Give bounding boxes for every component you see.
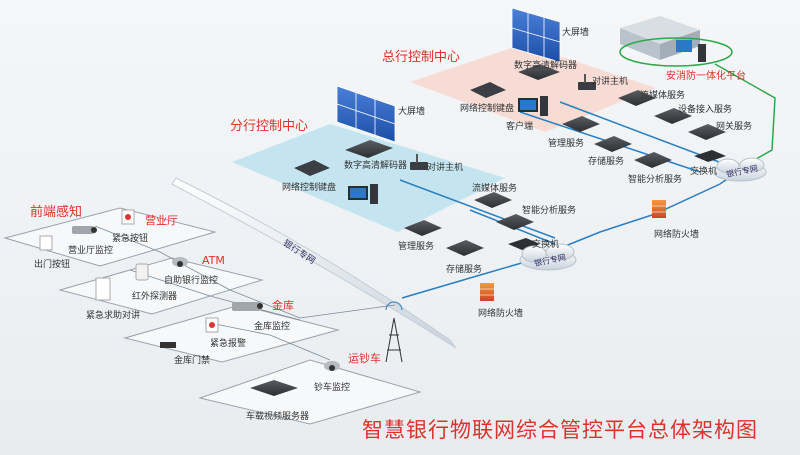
- label-branch-decoder: 数字高清解码器: [344, 161, 408, 171]
- section-branch-center: 分行控制中心: [230, 119, 309, 134]
- hq-analysis-server: [634, 152, 672, 168]
- label-car-video-server: 车载视频服务器: [246, 412, 310, 422]
- hq-decoder: [518, 64, 560, 80]
- label-self-bank-monitor: 自助银行监控: [164, 276, 219, 286]
- firewall-1-icon: [480, 283, 494, 301]
- label-vault-monitor: 金库监控: [254, 322, 291, 332]
- section-fire-platform: 安消防一体化平台: [666, 71, 746, 82]
- label-emergency-alarm: 紧急报警: [210, 339, 247, 349]
- ir-detector-icon: [135, 263, 149, 281]
- label-branch-big-screen: 大屏墙: [398, 107, 426, 117]
- car-camera-icon: [324, 361, 340, 371]
- label-emergency-button: 紧急按钮: [112, 234, 149, 244]
- label-hq-big-screen: 大屏墙: [562, 28, 590, 38]
- fire-platform-building: [619, 16, 733, 67]
- label-hq-manage: 管理服务: [548, 139, 585, 149]
- car-video-server-icon: [250, 380, 298, 396]
- hq-client: [518, 96, 548, 116]
- section-front-sensing: 前端感知: [30, 205, 83, 220]
- label-hq-intercom: 对讲主机: [592, 77, 629, 87]
- branch-storage-server: [446, 240, 484, 256]
- emergency-button-icon: [121, 209, 135, 225]
- branch-switch: [508, 238, 540, 250]
- branch-big-screen: [336, 85, 396, 143]
- hq-stream-server: [618, 90, 656, 106]
- hq-zone: [410, 44, 656, 132]
- label-car-monitor: 钞车监控: [314, 383, 351, 393]
- branch-manage-server: [404, 220, 442, 236]
- branch-intercom: [410, 154, 428, 170]
- label-hq-gateway: 网关服务: [716, 122, 753, 132]
- branch-stream-server: [474, 192, 512, 208]
- hq-intercom: [578, 74, 596, 90]
- label-branch-storage: 存储服务: [446, 265, 483, 275]
- zone-cash-truck: 运钞车: [348, 352, 381, 365]
- diagram-title: 智慧银行物联网综合管控平台总体架构图: [362, 418, 758, 442]
- zone-vault: 金库: [272, 299, 294, 312]
- section-hq-center: 总行控制中心: [382, 50, 461, 65]
- branch-analysis-server: [496, 214, 534, 230]
- label-hq-device-access: 设备接入服务: [678, 105, 733, 115]
- hq-switch: [694, 150, 726, 162]
- label-hq-client: 客户端: [506, 122, 534, 132]
- vault-camera-icon: [232, 302, 263, 311]
- cloud-bank-net-2: [519, 243, 577, 271]
- branch-client: [348, 184, 378, 204]
- radio-tower-icon: [385, 301, 403, 363]
- branch-zone: [232, 124, 505, 232]
- hq-device-access-server: [654, 108, 692, 124]
- label-branch-intercom: 对讲主机: [427, 163, 464, 173]
- emergency-alarm-icon: [205, 317, 219, 333]
- label-branch-stream: 流媒体服务: [472, 184, 518, 194]
- label-vault-door: 金库门禁: [174, 356, 211, 366]
- label-branch-switch: 交换机: [532, 240, 560, 250]
- zone-hall: 营业厅: [145, 214, 178, 227]
- branch-decoder: [345, 140, 393, 158]
- label-firewall-2: 网络防火墙: [654, 230, 700, 240]
- hq-gateway-server: [688, 124, 726, 140]
- label-ir-detector: 红外探测器: [132, 292, 178, 302]
- emergency-intercom-icon: [95, 277, 111, 301]
- label-hq-analysis: 智能分析服务: [628, 175, 683, 185]
- label-firewall-1: 网络防火墙: [478, 309, 524, 319]
- label-emergency-intercom: 紧急求助对讲: [86, 311, 141, 321]
- label-exit-button: 出门按钮: [34, 260, 71, 270]
- label-hq-switch: 交换机: [690, 167, 718, 177]
- label-branch-manage: 管理服务: [398, 242, 435, 252]
- hall-camera-icon: [72, 226, 97, 234]
- label-hall-monitor: 营业厅监控: [68, 246, 114, 256]
- label-hq-storage: 存储服务: [588, 157, 625, 167]
- vault-door-icon: [160, 342, 176, 348]
- label-hq-stream: 流媒体服务: [640, 91, 686, 101]
- device-links: [94, 225, 396, 361]
- firewall-2-icon: [652, 200, 666, 218]
- branch-keyboard: [294, 160, 330, 176]
- bank-network-belt: [171, 177, 457, 349]
- hq-keyboard: [470, 82, 506, 98]
- zone-atm: ATM: [202, 254, 225, 267]
- cloud-bank-net-3: [713, 157, 767, 182]
- atm-dome-camera-icon: [172, 257, 188, 267]
- hq-storage-server: [594, 136, 632, 152]
- exit-button-icon: [39, 235, 53, 251]
- label-branch-analysis: 智能分析服务: [522, 206, 577, 216]
- label-hq-decoder: 数字高清解码器: [514, 61, 578, 71]
- hq-manage-server: [562, 116, 600, 132]
- hq-big-screen: [511, 7, 561, 63]
- label-branch-keyboard: 网络控制键盘: [282, 183, 337, 193]
- front-zone-boxes: [3, 207, 422, 425]
- label-hq-keyboard: 网络控制键盘: [460, 104, 515, 114]
